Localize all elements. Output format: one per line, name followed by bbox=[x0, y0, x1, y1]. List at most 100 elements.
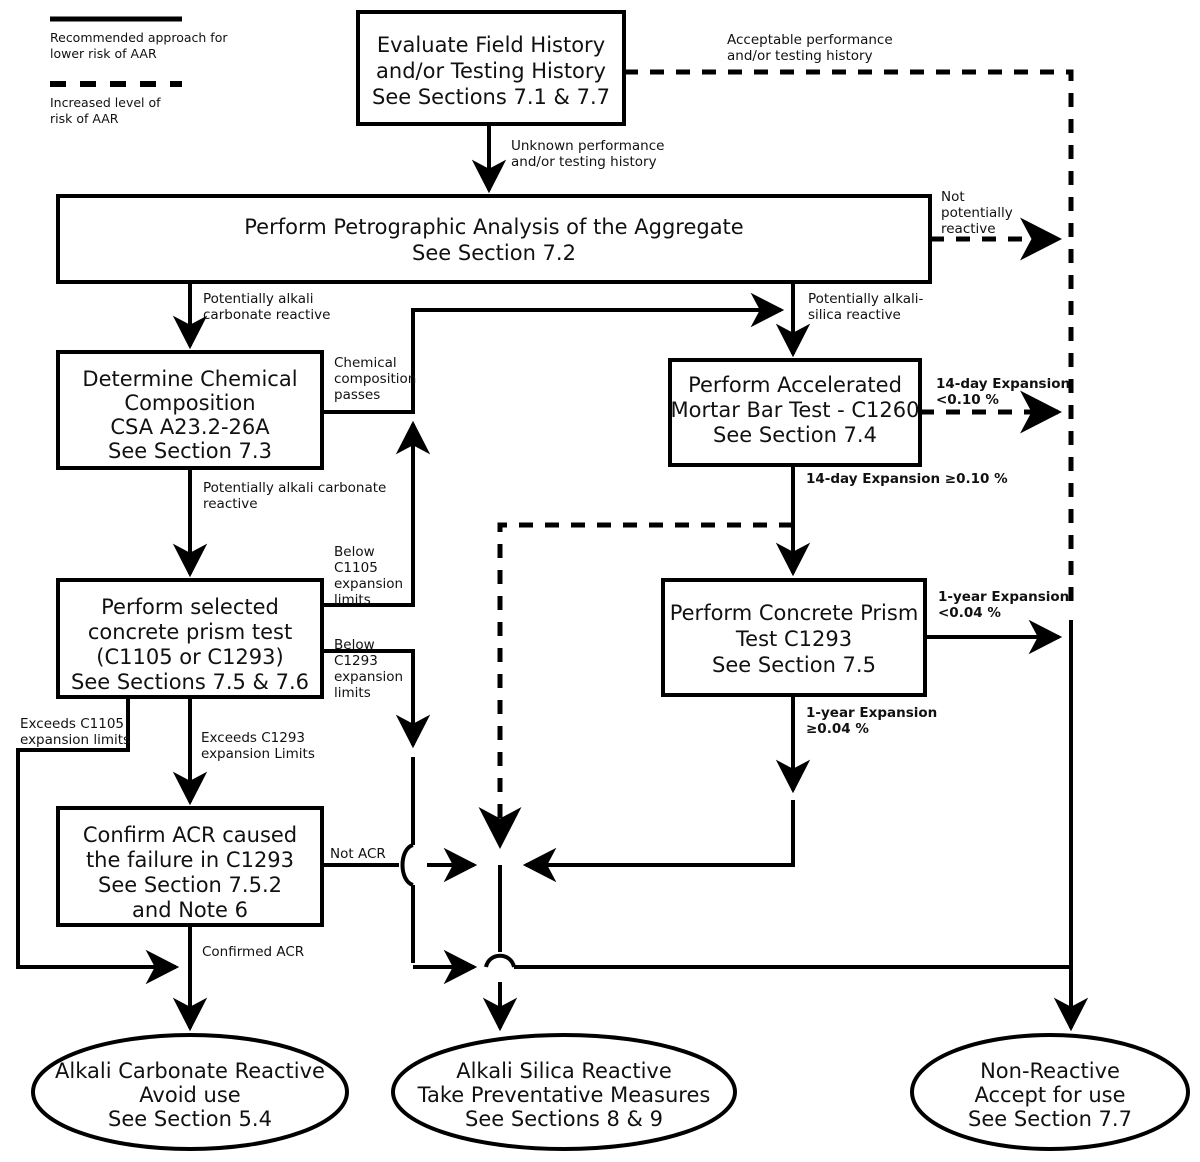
label-not-acr: Not ACR bbox=[330, 846, 386, 862]
label-exceeds-c1105-line2: expansion limits bbox=[20, 732, 130, 748]
node-petrographic-box[interactable] bbox=[56, 194, 932, 284]
node-prismsel-box[interactable] bbox=[56, 578, 324, 699]
edge-hop-arc-rightline bbox=[484, 953, 516, 968]
node-asr-outcome-ellipse[interactable] bbox=[391, 1033, 737, 1151]
label-below-c1105-line1: Below bbox=[334, 544, 375, 560]
node-determine-chemical-composition[interactable]: Determine Chemical Composition CSA A23.2… bbox=[56, 350, 324, 470]
edge-below-c1293-down bbox=[322, 649, 431, 749]
label-14day-lt-line2: <0.10 % bbox=[936, 392, 999, 408]
node-chemical-line1: Determine Chemical bbox=[82, 367, 297, 391]
node-prismsel-line1: Perform selected bbox=[101, 595, 279, 619]
label-confirmed-acr: Confirmed ACR bbox=[202, 944, 304, 960]
legend-dashed-label-line2: risk of AAR bbox=[50, 111, 119, 126]
label-1y-lt-line1: 1-year Expansion bbox=[938, 589, 1069, 605]
node-chemical-line2: Composition bbox=[124, 391, 255, 415]
edge-labels: Acceptable performance and/or testing hi… bbox=[20, 32, 1070, 960]
node-mortarbar-line2: Mortar Bar Test - C1260 bbox=[671, 398, 920, 422]
node-acr-outcome-line1: Alkali Carbonate Reactive bbox=[55, 1059, 325, 1083]
node-prism1293-line3: See Section 7.5 bbox=[712, 653, 876, 677]
legend-solid-label-line2: lower risk of AAR bbox=[50, 46, 157, 61]
label-chem-passes-line2: composition bbox=[334, 371, 416, 387]
label-1y-ge-line1: 1-year Expansion bbox=[806, 705, 937, 721]
legend: Recommended approach for lower risk of A… bbox=[50, 16, 228, 126]
edge-evaluate-acceptable-dashed bbox=[624, 69, 1074, 604]
label-pot-alkali-carbonate2-line1: Potentially alkali carbonate bbox=[203, 480, 386, 496]
node-confirmacr-line3: See Section 7.5.2 bbox=[98, 873, 282, 897]
node-acr-outcome-line2: Avoid use bbox=[139, 1083, 240, 1107]
label-pot-alkali-carbonate2-line2: reactive bbox=[203, 496, 258, 512]
node-prismsel-line3: (C1105 or C1293) bbox=[96, 645, 283, 669]
node-evaluate-line1: Evaluate Field History bbox=[377, 33, 605, 57]
node-asr-outcome-line2: Take Preventative Measures bbox=[417, 1083, 711, 1107]
node-prismsel-line2: concrete prism test bbox=[88, 620, 292, 644]
label-unknown-perf-line2: and/or testing history bbox=[511, 154, 657, 170]
node-petrographic-line2: See Section 7.2 bbox=[412, 241, 576, 265]
node-outcome-alkali-carbonate-reactive[interactable]: Alkali Carbonate Reactive Avoid use See … bbox=[31, 1033, 349, 1151]
node-perform-selected-concrete-prism-test[interactable]: Perform selected concrete prism test (C1… bbox=[56, 578, 324, 699]
label-below-c1293-line3: expansion bbox=[334, 669, 403, 685]
label-below-c1105-line2: C1105 bbox=[334, 560, 378, 576]
node-perform-petrographic-analysis[interactable]: Perform Petrographic Analysis of the Agg… bbox=[56, 194, 932, 284]
edge-below-c1105-up bbox=[322, 420, 431, 607]
edge-chemical-passes-to-mortarbar bbox=[322, 292, 785, 414]
node-evaluate-line3: See Sections 7.1 & 7.7 bbox=[372, 85, 610, 109]
node-perform-concrete-prism-test-c1293[interactable]: Perform Concrete Prism Test C1293 See Se… bbox=[661, 578, 927, 697]
label-14day-ge: 14-day Expansion ≥0.10 % bbox=[806, 471, 1008, 487]
legend-dashed-label-line1: Increased level of bbox=[50, 95, 161, 110]
label-acceptable-perf-line2: and/or testing history bbox=[727, 48, 873, 64]
edge-prism1293-to-asr-junction bbox=[522, 800, 795, 883]
node-outcome-non-reactive[interactable]: Non-Reactive Accept for use See Section … bbox=[910, 1033, 1190, 1151]
node-evaluate-field-history[interactable]: Evaluate Field History and/or Testing Hi… bbox=[356, 10, 626, 126]
label-chem-passes-line3: passes bbox=[334, 387, 380, 403]
label-chem-passes-line1: Chemical bbox=[334, 355, 397, 371]
label-exceeds-c1293-line1: Exceeds C1293 bbox=[201, 730, 305, 746]
label-1y-lt-line2: <0.04 % bbox=[938, 605, 1001, 621]
node-mortarbar-box[interactable] bbox=[668, 358, 922, 467]
label-pot-alkali-silica-line1: Potentially alkali- bbox=[808, 291, 924, 307]
edge-exceeds-c1105-to-acr bbox=[16, 697, 180, 985]
label-not-pot-reactive-line3: reactive bbox=[941, 221, 996, 237]
node-evaluate-box[interactable] bbox=[356, 10, 626, 126]
node-petrographic-line1: Perform Petrographic Analysis of the Agg… bbox=[244, 215, 743, 239]
node-accelerated-mortar-bar-test[interactable]: Perform Accelerated Mortar Bar Test - C1… bbox=[668, 358, 922, 467]
node-prismsel-line4: See Sections 7.5 & 7.6 bbox=[71, 670, 309, 694]
label-1y-ge-line2: ≥0.04 % bbox=[806, 721, 869, 737]
node-confirmacr-line4: and Note 6 bbox=[132, 898, 248, 922]
node-chemical-line4: See Section 7.3 bbox=[108, 439, 272, 463]
node-mortarbar-line1: Perform Accelerated bbox=[688, 373, 902, 397]
node-nonreactive-outcome-ellipse[interactable] bbox=[910, 1033, 1190, 1151]
label-pot-alkali-carbonate1-line2: carbonate reactive bbox=[203, 307, 330, 323]
node-prism1293-line2: Test C1293 bbox=[735, 627, 852, 651]
label-acceptable-perf-line1: Acceptable performance bbox=[727, 32, 893, 48]
label-unknown-perf-line1: Unknown performance bbox=[511, 138, 664, 154]
label-pot-alkali-carbonate1-line1: Potentially alkali bbox=[203, 291, 314, 307]
node-confirmacr-box[interactable] bbox=[56, 806, 324, 927]
label-below-c1293-line2: C1293 bbox=[334, 653, 378, 669]
node-outcome-alkali-silica-reactive[interactable]: Alkali Silica Reactive Take Preventative… bbox=[391, 1033, 737, 1151]
node-nonreactive-outcome-line1: Non-Reactive bbox=[980, 1059, 1120, 1083]
node-chemical-box[interactable] bbox=[56, 350, 324, 470]
label-below-c1105-line3: expansion bbox=[334, 576, 403, 592]
label-not-pot-reactive-line1: Not bbox=[941, 189, 965, 205]
edges bbox=[16, 69, 1089, 1028]
node-confirmacr-line1: Confirm ACR caused bbox=[83, 823, 297, 847]
node-prism1293-box[interactable] bbox=[661, 578, 927, 697]
label-below-c1105-line4: limits bbox=[334, 592, 371, 608]
label-14day-lt-line1: 14-day Expansion bbox=[936, 376, 1070, 392]
legend-solid-label-line1: Recommended approach for bbox=[50, 30, 228, 45]
node-mortarbar-line3: See Section 7.4 bbox=[713, 423, 877, 447]
node-confirm-acr[interactable]: Confirm ACR caused the failure in C1293 … bbox=[56, 806, 324, 927]
label-pot-alkali-silica-line2: silica reactive bbox=[808, 307, 901, 323]
label-exceeds-c1293-line2: expansion Limits bbox=[201, 746, 315, 762]
node-chemical-line3: CSA A23.2-26A bbox=[110, 415, 270, 439]
label-not-pot-reactive-line2: potentially bbox=[941, 205, 1013, 221]
label-exceeds-c1105-line1: Exceeds C1105 bbox=[20, 716, 124, 732]
edge-hop-arc-notacr bbox=[400, 843, 414, 887]
node-confirmacr-line2: the failure in C1293 bbox=[86, 848, 294, 872]
node-acr-outcome-ellipse[interactable] bbox=[31, 1033, 349, 1151]
node-evaluate-line2: and/or Testing History bbox=[376, 59, 606, 83]
node-acr-outcome-line3: See Section 5.4 bbox=[108, 1107, 272, 1131]
node-asr-outcome-line3: See Sections 8 & 9 bbox=[465, 1107, 663, 1131]
